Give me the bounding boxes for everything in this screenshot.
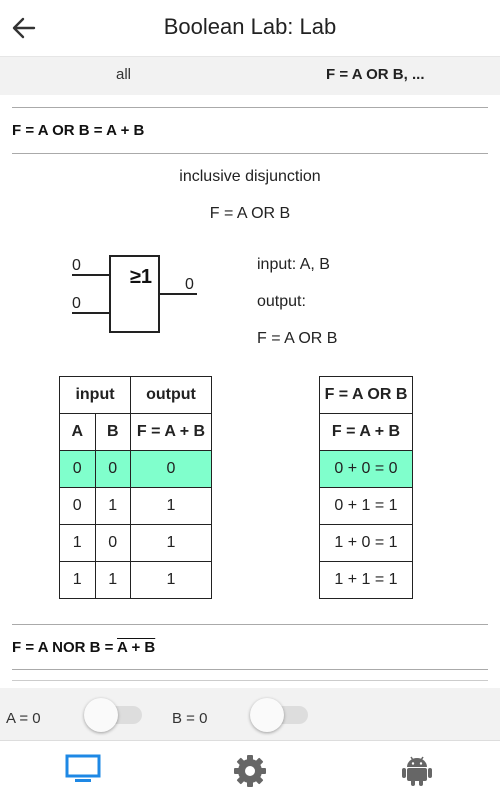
tab-all[interactable]: all <box>116 66 132 83</box>
expr-cell: 0 + 0 = 0 <box>319 450 413 488</box>
header-f: F = A + B <box>130 413 212 451</box>
cell-a: 0 <box>59 487 96 525</box>
truth-table: input output A B F = A + B 0 0 0 0 1 1 1… <box>59 376 212 599</box>
cell-a: 1 <box>59 561 96 599</box>
cell-f: 1 <box>130 524 212 562</box>
page-title: Boolean Lab: Lab <box>163 14 337 39</box>
expr-cell: 1 + 0 = 1 <box>319 524 413 562</box>
divider <box>12 107 488 108</box>
arrow-left-icon <box>12 17 36 39</box>
output-value: 0 <box>185 276 194 293</box>
cell-a: 1 <box>59 524 96 562</box>
or-gate-diagram: ≥1 0 0 0 <box>72 255 197 333</box>
info-output-label: output: <box>257 293 306 310</box>
switch-b[interactable] <box>250 698 312 732</box>
table-row: 0 1 1 <box>59 487 212 525</box>
tab-bar: all F = A OR B, ... <box>0 56 500 95</box>
switch-knob <box>84 698 118 732</box>
info-output-formula: F = A OR B <box>257 330 338 347</box>
info-input: input: A, B <box>257 256 330 273</box>
table-row: 1 1 1 <box>59 561 212 599</box>
table-row: 1 0 1 <box>59 524 212 562</box>
input-a-value: 0 <box>72 257 81 274</box>
divider <box>12 669 488 670</box>
tab-or-gates[interactable]: F = A OR B, ... <box>326 66 425 83</box>
cell-b: 1 <box>94 487 131 525</box>
cell-f: 1 <box>130 561 212 599</box>
switch-knob <box>250 698 284 732</box>
gate-formula: F = A OR B <box>209 205 291 222</box>
cell-f: 0 <box>130 450 212 488</box>
nav-settings[interactable] <box>167 741 333 801</box>
switch-b-label: B = 0 <box>172 710 208 727</box>
expr-header-1: F = A OR B <box>319 376 413 414</box>
divider <box>12 680 488 681</box>
monitor-icon <box>65 754 101 782</box>
cell-b: 0 <box>94 450 131 488</box>
table-row: 1 + 1 = 1 <box>319 561 413 599</box>
divider <box>12 624 488 625</box>
nav-android[interactable] <box>334 741 500 801</box>
cell-b: 1 <box>94 561 131 599</box>
table-row: 0 0 0 <box>59 450 212 488</box>
section-title-or: F = A OR B = A + B <box>12 122 145 139</box>
android-icon <box>402 756 432 786</box>
cell-b: 0 <box>94 524 131 562</box>
gear-icon <box>234 755 266 787</box>
bottom-navigation <box>0 740 500 801</box>
nav-lab[interactable] <box>0 741 166 801</box>
expression-table: F = A OR B F = A + B 0 + 0 = 0 0 + 1 = 1… <box>319 376 413 599</box>
section-title-nor: F = A NOR B = A + B <box>12 639 155 656</box>
back-button[interactable] <box>8 12 40 44</box>
expr-header-2: F = A + B <box>319 413 413 451</box>
divider <box>12 153 488 154</box>
gate-symbol: ≥1 <box>130 266 152 288</box>
header-input: input <box>59 376 131 414</box>
cell-f: 1 <box>130 487 212 525</box>
switch-a-label: A = 0 <box>6 710 41 727</box>
input-b-value: 0 <box>72 295 81 312</box>
nor-title-prefix: F = A NOR B = <box>12 639 118 656</box>
cell-a: 0 <box>59 450 96 488</box>
expr-cell: 0 + 1 = 1 <box>319 487 413 525</box>
header-b: B <box>94 413 131 451</box>
table-row: 0 + 1 = 1 <box>319 487 413 525</box>
nor-title-overlined: A + B <box>117 639 156 656</box>
gate-description: inclusive disjunction <box>179 168 321 185</box>
gate-list[interactable]: F = A OR B = A + B inclusive disjunction… <box>0 94 500 688</box>
table-row: 1 + 0 = 1 <box>319 524 413 562</box>
header-a: A <box>59 413 96 451</box>
input-switch-bar: A = 0 B = 0 <box>0 688 500 740</box>
app-bar: Boolean Lab: Lab <box>0 0 500 56</box>
switch-a[interactable] <box>84 698 146 732</box>
expr-cell: 1 + 1 = 1 <box>319 561 413 599</box>
header-output: output <box>130 376 212 414</box>
table-row: 0 + 0 = 0 <box>319 450 413 488</box>
